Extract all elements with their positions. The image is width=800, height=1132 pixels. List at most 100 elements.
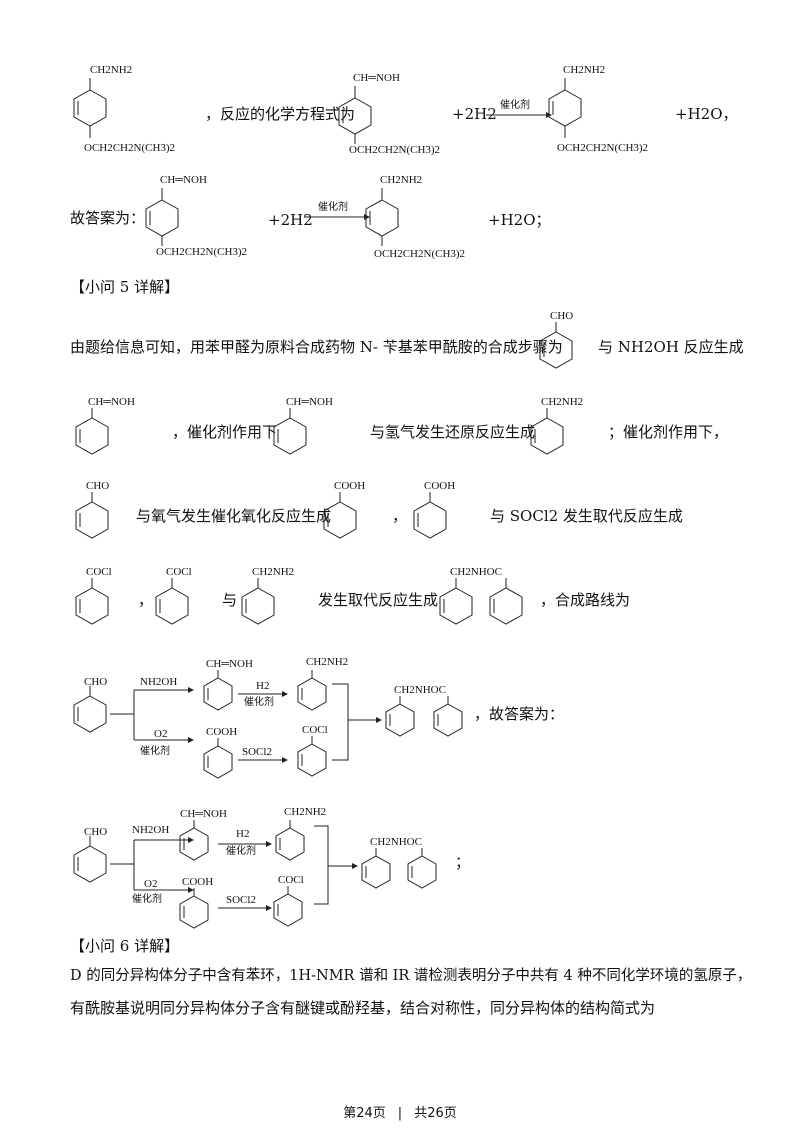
benzene-ring-icon: [323, 492, 357, 539]
benzene-ring-icon: [73, 78, 107, 138]
mol-top-label: CH═NOH: [160, 174, 207, 186]
section-title-6: 【小问 6 详解】: [70, 937, 180, 955]
benzene-ring-icon: [338, 86, 372, 144]
arrow-icon: [486, 112, 552, 118]
route-oxime-label: CH═NOH: [206, 658, 253, 670]
benzene-ring-icon: [75, 408, 109, 455]
page-total: 共26页: [414, 1106, 457, 1121]
plus-h2o: +H2O，: [675, 105, 738, 123]
para5-line3-t3: 与 SOCl2 发生取代反应生成: [490, 507, 683, 525]
molecule-oxime: CH═NOH: [268, 392, 358, 462]
molecule-oxime-reactant: CH═NOH OCH2CH2N(CH3)2: [142, 170, 272, 274]
para5-line4-t3: 发生取代反应生成: [318, 591, 439, 609]
molecule-amine-product: CH2NH2 OCH2CH2N(CH3)2: [545, 60, 675, 164]
route1-tail: ，故答案为：: [474, 705, 565, 723]
mol-bottom-label: OCH2CH2N(CH3)2: [557, 142, 649, 154]
synthesis-route-lines: [73, 670, 463, 779]
para5-line4-t1: ，: [138, 591, 154, 609]
para5-line4-t2: 与: [222, 591, 238, 609]
benzene-ring-icon: [539, 322, 573, 369]
benzene-ring-icon: [530, 408, 564, 455]
mol-top-label: CH2NH2: [90, 64, 133, 76]
route-h2-label: H2: [236, 828, 250, 840]
route-start-label: CHO: [84, 826, 108, 838]
answer-label: 故答案为：: [70, 209, 146, 227]
route-cat2-label: 催化剂: [140, 746, 170, 757]
mol-label: CH═NOH: [286, 396, 333, 408]
molecule-benzylamine: CH2NH2: [525, 392, 605, 462]
route-product-label: CH2NHOC: [394, 684, 446, 696]
route-amine-label: CH2NH2: [284, 806, 327, 818]
plus-h2: +2H2: [452, 105, 497, 123]
page-separator: |: [397, 1106, 403, 1121]
molecule-para-substituted-amine: CH2NH2 OCH2CH2N(CH3)2: [70, 58, 200, 162]
benzene-ring-icon: [75, 578, 109, 625]
mol-label: CH═NOH: [88, 396, 135, 408]
mol-top-label: CH═NOH: [353, 72, 400, 84]
molecule-benzylamine: CH2NH2: [236, 562, 316, 632]
benzene-ring-icon: [241, 578, 275, 625]
para6-line1: D 的同分异构体分子中含有苯环，1H-NMR 谱和 IR 谱检测表明分子中共有 …: [70, 968, 752, 984]
mol-label: CH2NH2: [252, 566, 295, 578]
catalyst-label: 催化剂: [318, 202, 348, 213]
page-footer: 第24页 | 共26页: [0, 1102, 800, 1121]
mol-label: CH2NH2: [541, 396, 584, 408]
route1-diagram: CHO NH2OH CH═NOH H2 催化剂 CH2NH2 O2 催化剂 CO…: [70, 650, 590, 780]
catalyst-label: 催化剂: [500, 100, 530, 111]
mol-top-label: CH2NH2: [563, 64, 606, 76]
para5-line3-t1: 与氧气发生催化氧化反应生成: [136, 507, 332, 525]
mol-bottom-label: OCH2CH2N(CH3)2: [84, 142, 176, 154]
route-cat1-label: 催化剂: [244, 697, 274, 708]
route-socl2-label: SOCl2: [226, 894, 256, 906]
route2-diagram: CHO NH2OH CH═NOH H2 催化剂 CH2NH2 O2 催化剂 CO…: [70, 800, 590, 930]
mol-bottom-label: OCH2CH2N(CH3)2: [349, 144, 441, 156]
route-start-label: CHO: [84, 676, 108, 688]
mol-label: CHO: [550, 310, 574, 322]
para5-line2-t3: ；催化剂作用下，: [608, 423, 729, 441]
page-number: 第24页: [343, 1106, 386, 1121]
para5-line4-t4: ，合成路线为: [540, 591, 631, 609]
route-o2-label: O2: [154, 728, 168, 740]
route-acid-label: COOH: [182, 876, 214, 888]
benzene-ring-icon: [155, 578, 189, 625]
route-h2-label: H2: [256, 680, 270, 692]
route-reagent-nh2oh: NH2OH: [140, 676, 178, 688]
molecule-benzylbenzamide: CH2NHOC: [434, 562, 544, 632]
synthesis-route-lines: [73, 820, 437, 929]
benzene-ring-icon: [365, 188, 399, 246]
para5-line1-tail: 与 NH2OH 反应生成: [598, 338, 744, 356]
molecule-benzoic-acid: COOH: [408, 476, 478, 546]
mol-label: COCl: [166, 566, 192, 578]
molecule-amine-product: CH2NH2 OCH2CH2N(CH3)2: [362, 170, 492, 274]
reaction-arrow: 催化剂: [486, 100, 552, 122]
molecule-oxime: CH═NOH: [70, 392, 160, 462]
mol-label: CH2NHOC: [450, 566, 502, 578]
para5-line3-t2: ，: [392, 507, 408, 525]
para6-line2: 有酰胺基说明同分异构体分子含有醚键或酚羟基，结合对称性，同分异构体的结构简式为: [70, 999, 656, 1017]
route-cat2-label: 催化剂: [132, 894, 162, 905]
route-oxime-label: CH═NOH: [180, 808, 227, 820]
para5-line2-t2: 与氢气发生还原反应生成: [370, 423, 536, 441]
mol-label: COOH: [424, 480, 456, 492]
reaction-text: ，反应的化学方程式为: [205, 105, 356, 123]
route-socl2-label: SOCl2: [242, 746, 272, 758]
molecule-benzoyl-chloride: COCl: [70, 562, 130, 632]
mol-label: CHO: [86, 480, 110, 492]
section-title-5: 【小问 5 详解】: [70, 278, 180, 296]
molecule-benzaldehyde: CHO: [70, 476, 130, 546]
para5-line1: 由题给信息可知，用苯甲醛为原料合成药物 N- 苄基苯甲酰胺的合成步骤为: [70, 338, 563, 356]
molecule-benzoyl-chloride: COCl: [150, 562, 210, 632]
mol-bottom-label: OCH2CH2N(CH3)2: [374, 248, 466, 260]
benzene-ring-icon: [413, 492, 447, 539]
mol-label: COCl: [86, 566, 112, 578]
reaction-arrow: 催化剂: [304, 202, 370, 224]
mol-bottom-label: OCH2CH2N(CH3)2: [156, 246, 248, 258]
route-reagent-nh2oh: NH2OH: [132, 824, 170, 836]
plus-h2: +2H2: [268, 211, 313, 229]
molecule-benzoic-acid: COOH: [318, 476, 388, 546]
route-product-label: CH2NHOC: [370, 836, 422, 848]
route-o2-label: O2: [144, 878, 158, 890]
benzene-ring-icon: [145, 188, 179, 246]
route2-tail: ；: [455, 853, 471, 871]
route-amine-label: CH2NH2: [306, 656, 349, 668]
